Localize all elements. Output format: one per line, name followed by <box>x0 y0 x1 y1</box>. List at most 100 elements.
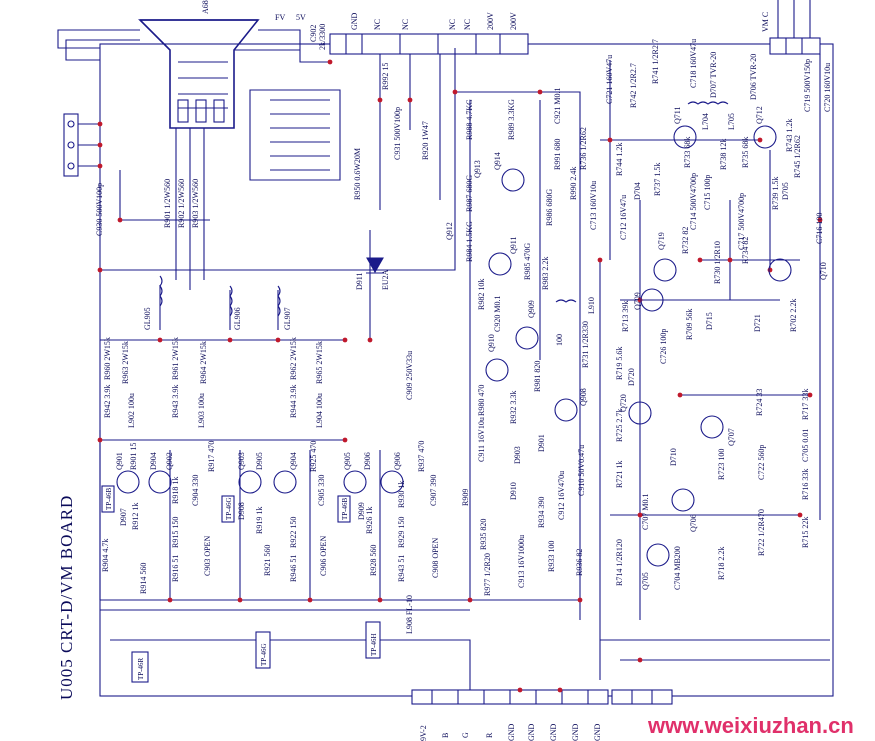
label-gl907: GL907 <box>283 307 292 330</box>
watermark: www.weixiuzhan.cn <box>647 713 854 738</box>
label-r100: 100 <box>555 334 564 346</box>
label-c719: C719 500V150p <box>803 59 812 112</box>
label-c904: C904 330 <box>191 475 200 506</box>
label-d910: D910 <box>509 482 518 500</box>
label-q902: Q902 <box>165 452 174 470</box>
label-q913: Q913 <box>473 160 482 178</box>
label-r902: R902 1/2W560 <box>177 179 186 228</box>
label-r918: R918 1k <box>171 477 180 504</box>
d911-diode <box>366 257 384 274</box>
label-q706: Q706 <box>689 514 698 532</box>
label-r901b: R901 15 <box>129 443 138 470</box>
label-r987: R987 680G <box>465 175 474 212</box>
label-r721: R721 1k <box>615 461 624 488</box>
label-r718: R718 2.2k <box>717 547 726 580</box>
label-q709: Q709 <box>633 292 642 310</box>
label-d710: D710 <box>669 448 678 466</box>
label-r736: R736 1/2R62 <box>579 127 588 170</box>
top-label-nc4: NC <box>463 19 472 30</box>
label-c715: C715 100p <box>703 175 712 210</box>
label-r717: R717 33k <box>801 389 810 420</box>
label-r985: R985 470G <box>523 243 532 280</box>
top-label-fv: FV <box>275 13 285 22</box>
label-q908: Q908 <box>579 388 588 406</box>
label-r937: R937 470 <box>417 441 426 472</box>
label-r737: R737 1.5k <box>653 163 662 196</box>
label-r914: R914 560 <box>139 563 148 594</box>
label-c908: C908 OPEN <box>431 538 440 578</box>
label-r962: R962 2W15k <box>289 337 298 380</box>
bottom-connector-right <box>611 689 673 705</box>
test-point-46g-2: TP-46G <box>225 497 233 520</box>
pin-gnd-1: GND <box>507 723 516 741</box>
label-r981: R981 820 <box>533 361 542 392</box>
label-r925: R925 470 <box>309 441 318 472</box>
pin-gnd-4: GND <box>571 723 580 741</box>
label-r915: R915 150 <box>171 517 180 548</box>
test-point-46b-1: TP-46B <box>105 488 113 511</box>
bottom-pin-labels: 9V-2 B G R GND GND GND GND GND <box>419 723 602 741</box>
left-connector <box>63 113 103 177</box>
label-r946: R946 51 <box>289 555 298 582</box>
top-label-vm: VM C <box>761 12 770 32</box>
label-r921: R921 560 <box>263 545 272 576</box>
top-label-nc2: NC <box>401 19 410 30</box>
label-q904: Q904 <box>289 452 298 470</box>
label-r926: R926 1k <box>365 507 374 534</box>
label-l705: L705 <box>727 113 736 130</box>
pin-9v2: 9V-2 <box>419 725 428 741</box>
label-r992: R992 15 <box>381 63 390 90</box>
top-label-200v-2: 200V <box>509 12 518 30</box>
label-r928: R928 560 <box>369 545 378 576</box>
label-r738: R738 12k <box>719 139 728 170</box>
label-q720: Q720 <box>619 394 628 412</box>
test-points: TP-46R TP-46G TP-46H TP-46B TP-46G TP-46… <box>101 485 381 683</box>
label-r991: R991 680 <box>553 139 562 170</box>
label-r723: R723 100 <box>717 449 726 480</box>
label-q719: Q719 <box>657 232 666 250</box>
label-c905: C905 330 <box>317 475 326 506</box>
pin-gnd-3: GND <box>549 723 558 741</box>
label-r702: R702 2.2k <box>789 299 798 332</box>
transistors <box>116 125 792 567</box>
test-point-46r: TP-46R <box>137 658 145 681</box>
label-c912: C912 16V470u <box>557 471 566 520</box>
top-label-c902-value: 2k/3300 <box>318 24 327 50</box>
label-r950: R950 0.6W20M <box>353 148 362 200</box>
label-c913: C913 16V1000u <box>517 535 526 588</box>
label-c909: C909 250V33u <box>405 351 414 400</box>
label-c716: C716 100 <box>815 213 824 244</box>
label-r988: R988 4.7KG <box>465 99 474 140</box>
label-c704: C704 MB200 <box>673 546 682 590</box>
label-r731: R731 1/2R330 <box>581 321 590 368</box>
label-c930: C930 500V100p <box>95 183 104 236</box>
label-q911: Q911 <box>509 237 518 254</box>
label-gl905: GL905 <box>143 307 152 330</box>
label-r901: R901 1/2W560 <box>163 179 172 228</box>
label-r715: R715 22k <box>801 517 810 548</box>
label-r735: R735 68k <box>741 137 750 168</box>
label-eu2a: EU2A <box>381 269 390 290</box>
top-connector: FV 5V C902 2k/3300 GND NC NC NC NC 200V … <box>275 12 770 55</box>
label-q707: Q707 <box>727 428 736 446</box>
pin-r: R <box>485 732 494 738</box>
label-r912: R912 1k <box>131 503 140 530</box>
label-l910: L910 <box>587 297 596 314</box>
label-d903: D903 <box>513 446 522 464</box>
label-gl906: GL906 <box>233 307 242 330</box>
label-d706: D706 TVR-20 <box>749 54 758 100</box>
label-r943b: R943 51 <box>397 555 406 582</box>
label-r917: R917 470 <box>207 441 216 472</box>
label-c911: C911 16V10u <box>477 417 486 462</box>
top-label-nc1: NC <box>373 19 382 30</box>
label-r922: R922 150 <box>289 517 298 548</box>
label-q901: Q901 <box>115 452 124 470</box>
label-c931: C931 500V100p <box>393 107 402 160</box>
label-d905: D905 <box>255 452 264 470</box>
label-r933: R933 100 <box>547 541 556 572</box>
top-label-5v: 5V <box>296 13 306 22</box>
label-r719: R719 5.6k <box>615 347 624 380</box>
label-d721: D721 <box>753 314 762 332</box>
label-r929: R929 150 <box>397 517 406 548</box>
label-r730: R730 1/2R10 <box>713 241 722 284</box>
